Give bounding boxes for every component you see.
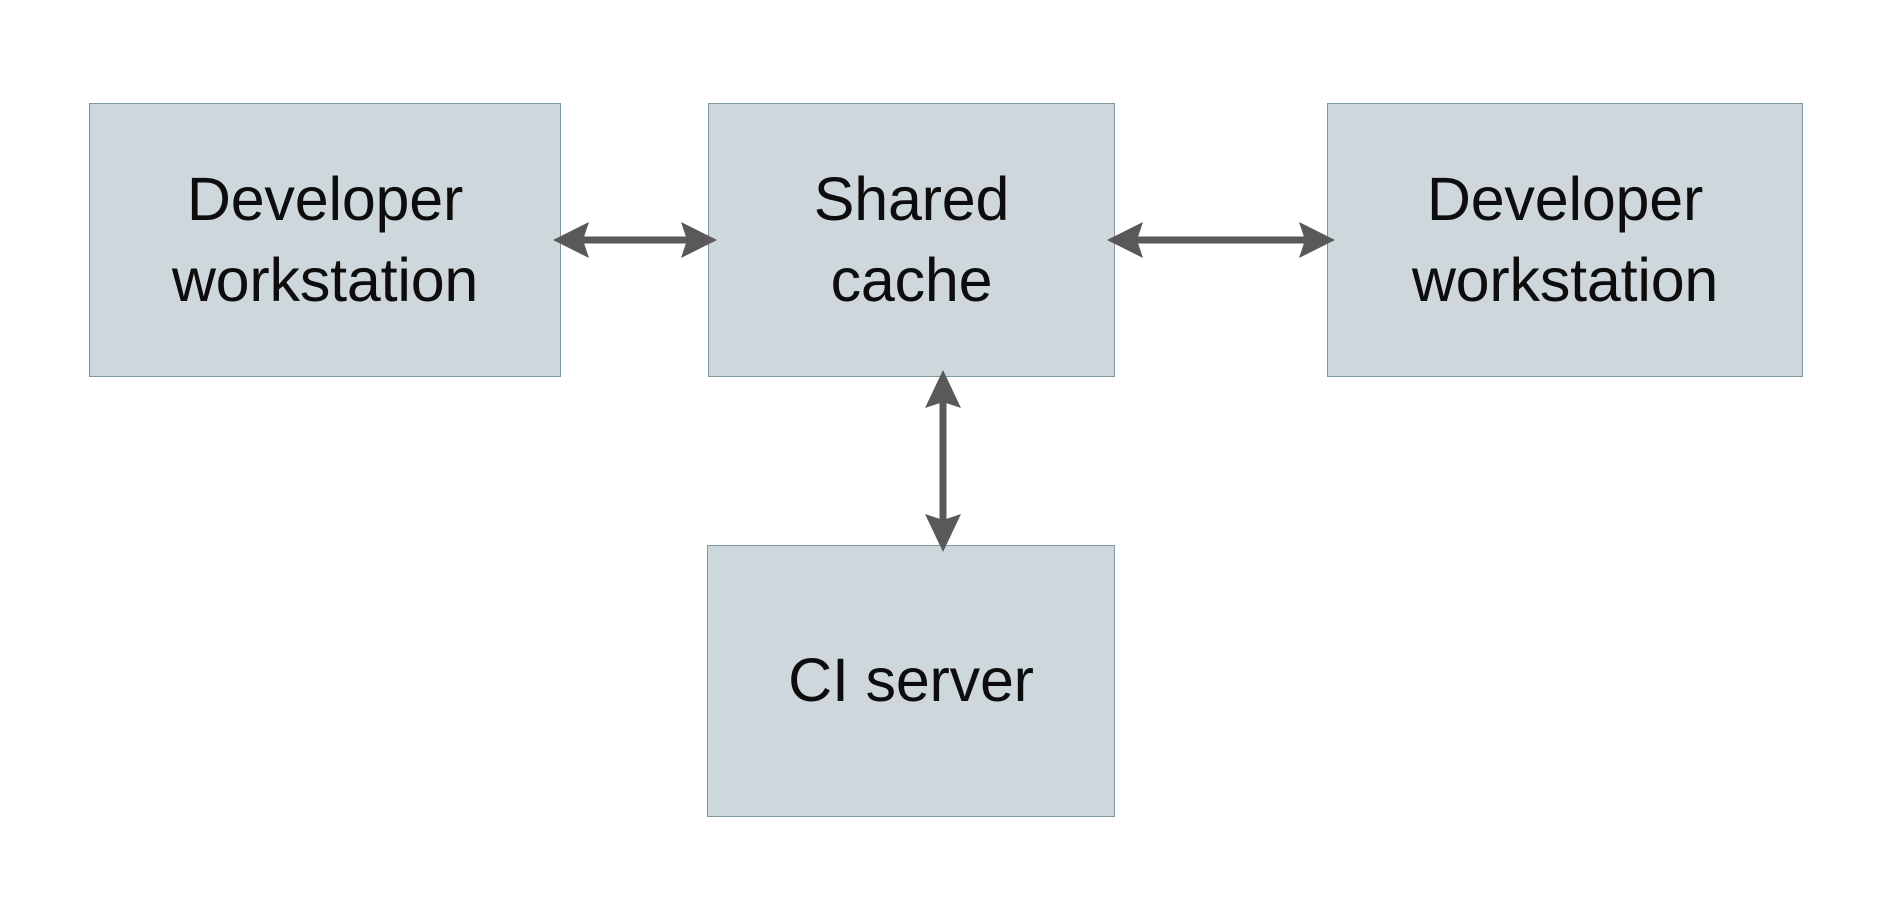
node-label-ci-server: CI server [788,646,1034,715]
node-shared-cache[interactable]: Shared cache [708,103,1115,377]
arrow-head-right-icon [681,222,717,258]
node-developer-workstation-left[interactable]: Developer workstation [89,103,561,377]
arrow-head-left-icon [1107,222,1143,258]
edge-shared-cache-to-developer-workstation-right[interactable] [1107,206,1335,274]
arrow-head-left-icon [553,222,589,258]
arrow-head-right-icon [1299,222,1335,258]
node-developer-workstation-right[interactable]: Developer workstation [1327,103,1803,377]
node-ci-server[interactable]: CI server [707,545,1115,817]
node-label-developer-workstation-right: Developer workstation [1411,164,1719,314]
arrow-head-down-icon [925,514,961,552]
edge-shared-cache-to-ci-server[interactable] [906,370,980,552]
edge-developer-workstation-left-to-shared-cache[interactable] [553,206,717,274]
node-label-developer-workstation-left: Developer workstation [171,164,479,314]
arrow-head-up-icon [925,370,961,408]
node-label-shared-cache: Shared cache [813,164,1010,314]
